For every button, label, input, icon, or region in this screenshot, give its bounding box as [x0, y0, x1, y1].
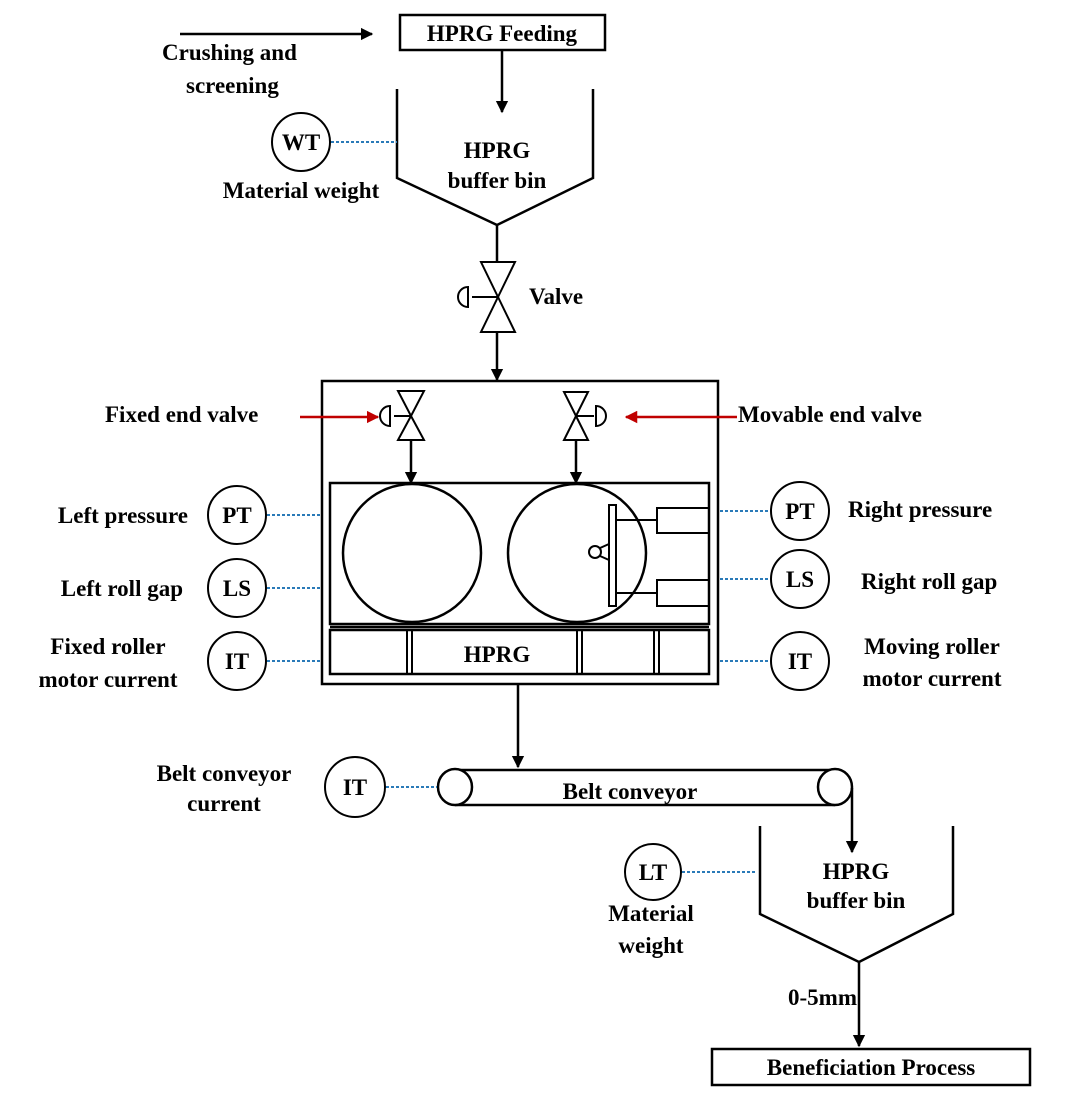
movable-end-valve-label: Movable end valve: [738, 402, 922, 427]
main-valve-icon: [457, 261, 517, 333]
right-pressure-label: Right pressure: [848, 497, 992, 522]
right-pressure-tag: PT: [785, 499, 814, 524]
belt-conveyor-label: Belt conveyor: [563, 779, 698, 804]
fixed-end-valve-label: Fixed end valve: [105, 402, 258, 427]
hprg-base: [328, 628, 711, 676]
input-label-line1: Crushing and: [162, 40, 297, 65]
right-gap-tag: LS: [786, 567, 814, 592]
moving-current-tag: IT: [788, 649, 812, 674]
main-valve-label: Valve: [529, 284, 583, 309]
instrument-belt-current: IT Belt conveyor current: [157, 756, 437, 818]
bottom-bin-label-line2: buffer bin: [807, 888, 906, 913]
instrument-fixed-current: IT Fixed roller motor current: [38, 631, 320, 692]
belt-conveyor: Belt conveyor: [436, 767, 854, 807]
left-gap-label: Left roll gap: [61, 576, 183, 601]
bottom-level-tag: LT: [639, 860, 668, 885]
moving-roller: [506, 482, 648, 624]
top-buffer-bin: HPRG buffer bin: [395, 89, 595, 227]
wt-tag: WT: [282, 130, 320, 155]
right-gap-label: Right roll gap: [861, 569, 997, 594]
instrument-bottom-level: LT Material weight: [608, 843, 757, 958]
left-gap-tag: LS: [223, 576, 251, 601]
moving-current-label-line1: Moving roller: [864, 634, 1000, 659]
instrument-wt: WT Material weight: [223, 112, 397, 203]
fixed-current-tag: IT: [225, 649, 249, 674]
wt-label: Material weight: [223, 178, 380, 203]
top-bin-label-line1: HPRG: [464, 138, 531, 163]
size-range-label: 0-5mm: [788, 985, 857, 1010]
movable-end-valve-icon: [562, 391, 607, 441]
bottom-level-label-line1: Material: [608, 901, 694, 926]
feeding-box: HPRG Feeding: [398, 13, 607, 52]
input-label-line2: screening: [186, 73, 279, 98]
fixed-roller: [341, 482, 483, 624]
belt-current-label-line1: Belt conveyor: [157, 761, 292, 786]
instrument-moving-current: IT Moving roller motor current: [720, 631, 1002, 691]
output-box-label: Beneficiation Process: [767, 1055, 975, 1080]
instrument-left-pressure: PT Left pressure: [58, 485, 320, 545]
bottom-buffer-bin: HPRG buffer bin: [758, 826, 955, 964]
roller-housing: [328, 481, 711, 626]
moving-current-label-line2: motor current: [862, 666, 1001, 691]
hprg-frame: [320, 379, 720, 686]
hydraulic-assembly: [588, 504, 710, 607]
instrument-right-pressure: PT Right pressure: [720, 481, 992, 541]
belt-current-tag: IT: [343, 775, 367, 800]
bottom-bin-label-line1: HPRG: [823, 859, 890, 884]
top-bin-label-line2: buffer bin: [448, 168, 547, 193]
output-box: Beneficiation Process: [710, 1047, 1032, 1087]
left-pressure-tag: PT: [222, 503, 251, 528]
fixed-current-label-line2: motor current: [38, 667, 177, 692]
fixed-current-label-line1: Fixed roller: [50, 634, 165, 659]
instrument-right-gap: LS Right roll gap: [720, 549, 997, 609]
instrument-left-gap: LS Left roll gap: [61, 558, 320, 618]
hprg-label: HPRG: [464, 642, 531, 667]
bottom-level-label-line2: weight: [618, 933, 684, 958]
fixed-end-valve-icon: [379, 390, 426, 441]
belt-current-label-line2: current: [187, 791, 261, 816]
feeding-box-label: HPRG Feeding: [427, 21, 578, 46]
left-pressure-label: Left pressure: [58, 503, 188, 528]
